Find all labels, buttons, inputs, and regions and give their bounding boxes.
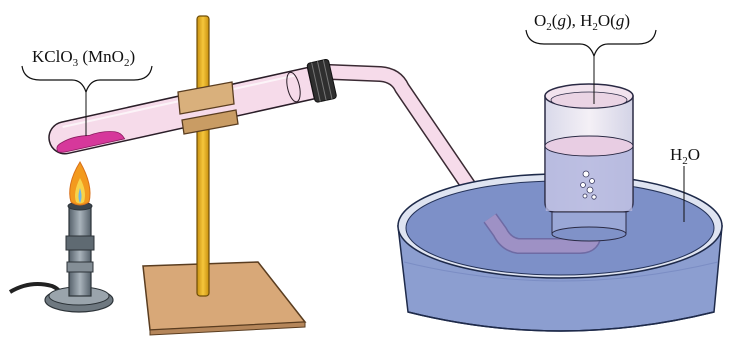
- brace-reagent: [21, 65, 153, 94]
- svg-text:KClO3 (MnO2): KClO3 (MnO2): [32, 47, 135, 69]
- kclo3-powder: [56, 131, 126, 153]
- g2-close: ): [624, 11, 630, 30]
- label-reagent: KClO3 (MnO2): [21, 47, 153, 136]
- h2o-o: O(: [598, 11, 616, 30]
- stand-base: [142, 261, 307, 331]
- g1: g: [557, 11, 566, 30]
- stand-base-edge: [149, 321, 306, 336]
- stand-rod: [196, 15, 210, 297]
- water-o: O: [688, 145, 700, 164]
- collecting-jar: [544, 83, 634, 242]
- svg-text:H2O: H2O: [670, 145, 700, 167]
- reagent-sub1: 3: [73, 57, 79, 69]
- jar-water: [545, 146, 633, 211]
- h2o-sub: 2: [592, 21, 598, 33]
- svg-text:O2(g), H2O(g): O2(g), H2O(g): [534, 11, 630, 33]
- water-sub: 2: [682, 155, 688, 167]
- reagent-sub2: 2: [124, 57, 130, 69]
- reagent-end: ): [129, 47, 135, 66]
- g1-open: (: [552, 11, 558, 30]
- gas-bubbles: [580, 170, 597, 200]
- burner-barrel: [68, 205, 92, 297]
- water-h: H: [670, 145, 682, 164]
- label-water: H2O: [670, 145, 700, 222]
- g1-close: ), H: [566, 11, 592, 30]
- reagent-mid: (MnO: [78, 47, 124, 66]
- brace-gases: [525, 29, 657, 58]
- bunsen-burner: [8, 161, 114, 313]
- reagent-formula: KClO: [32, 47, 73, 66]
- tube-clamp: [177, 81, 239, 135]
- o2-sub: 2: [546, 21, 552, 33]
- ring-stand: [142, 15, 307, 336]
- o2-symbol: O: [534, 11, 546, 30]
- g2: g: [616, 11, 625, 30]
- label-gases: O2(g), H2O(g): [525, 11, 657, 104]
